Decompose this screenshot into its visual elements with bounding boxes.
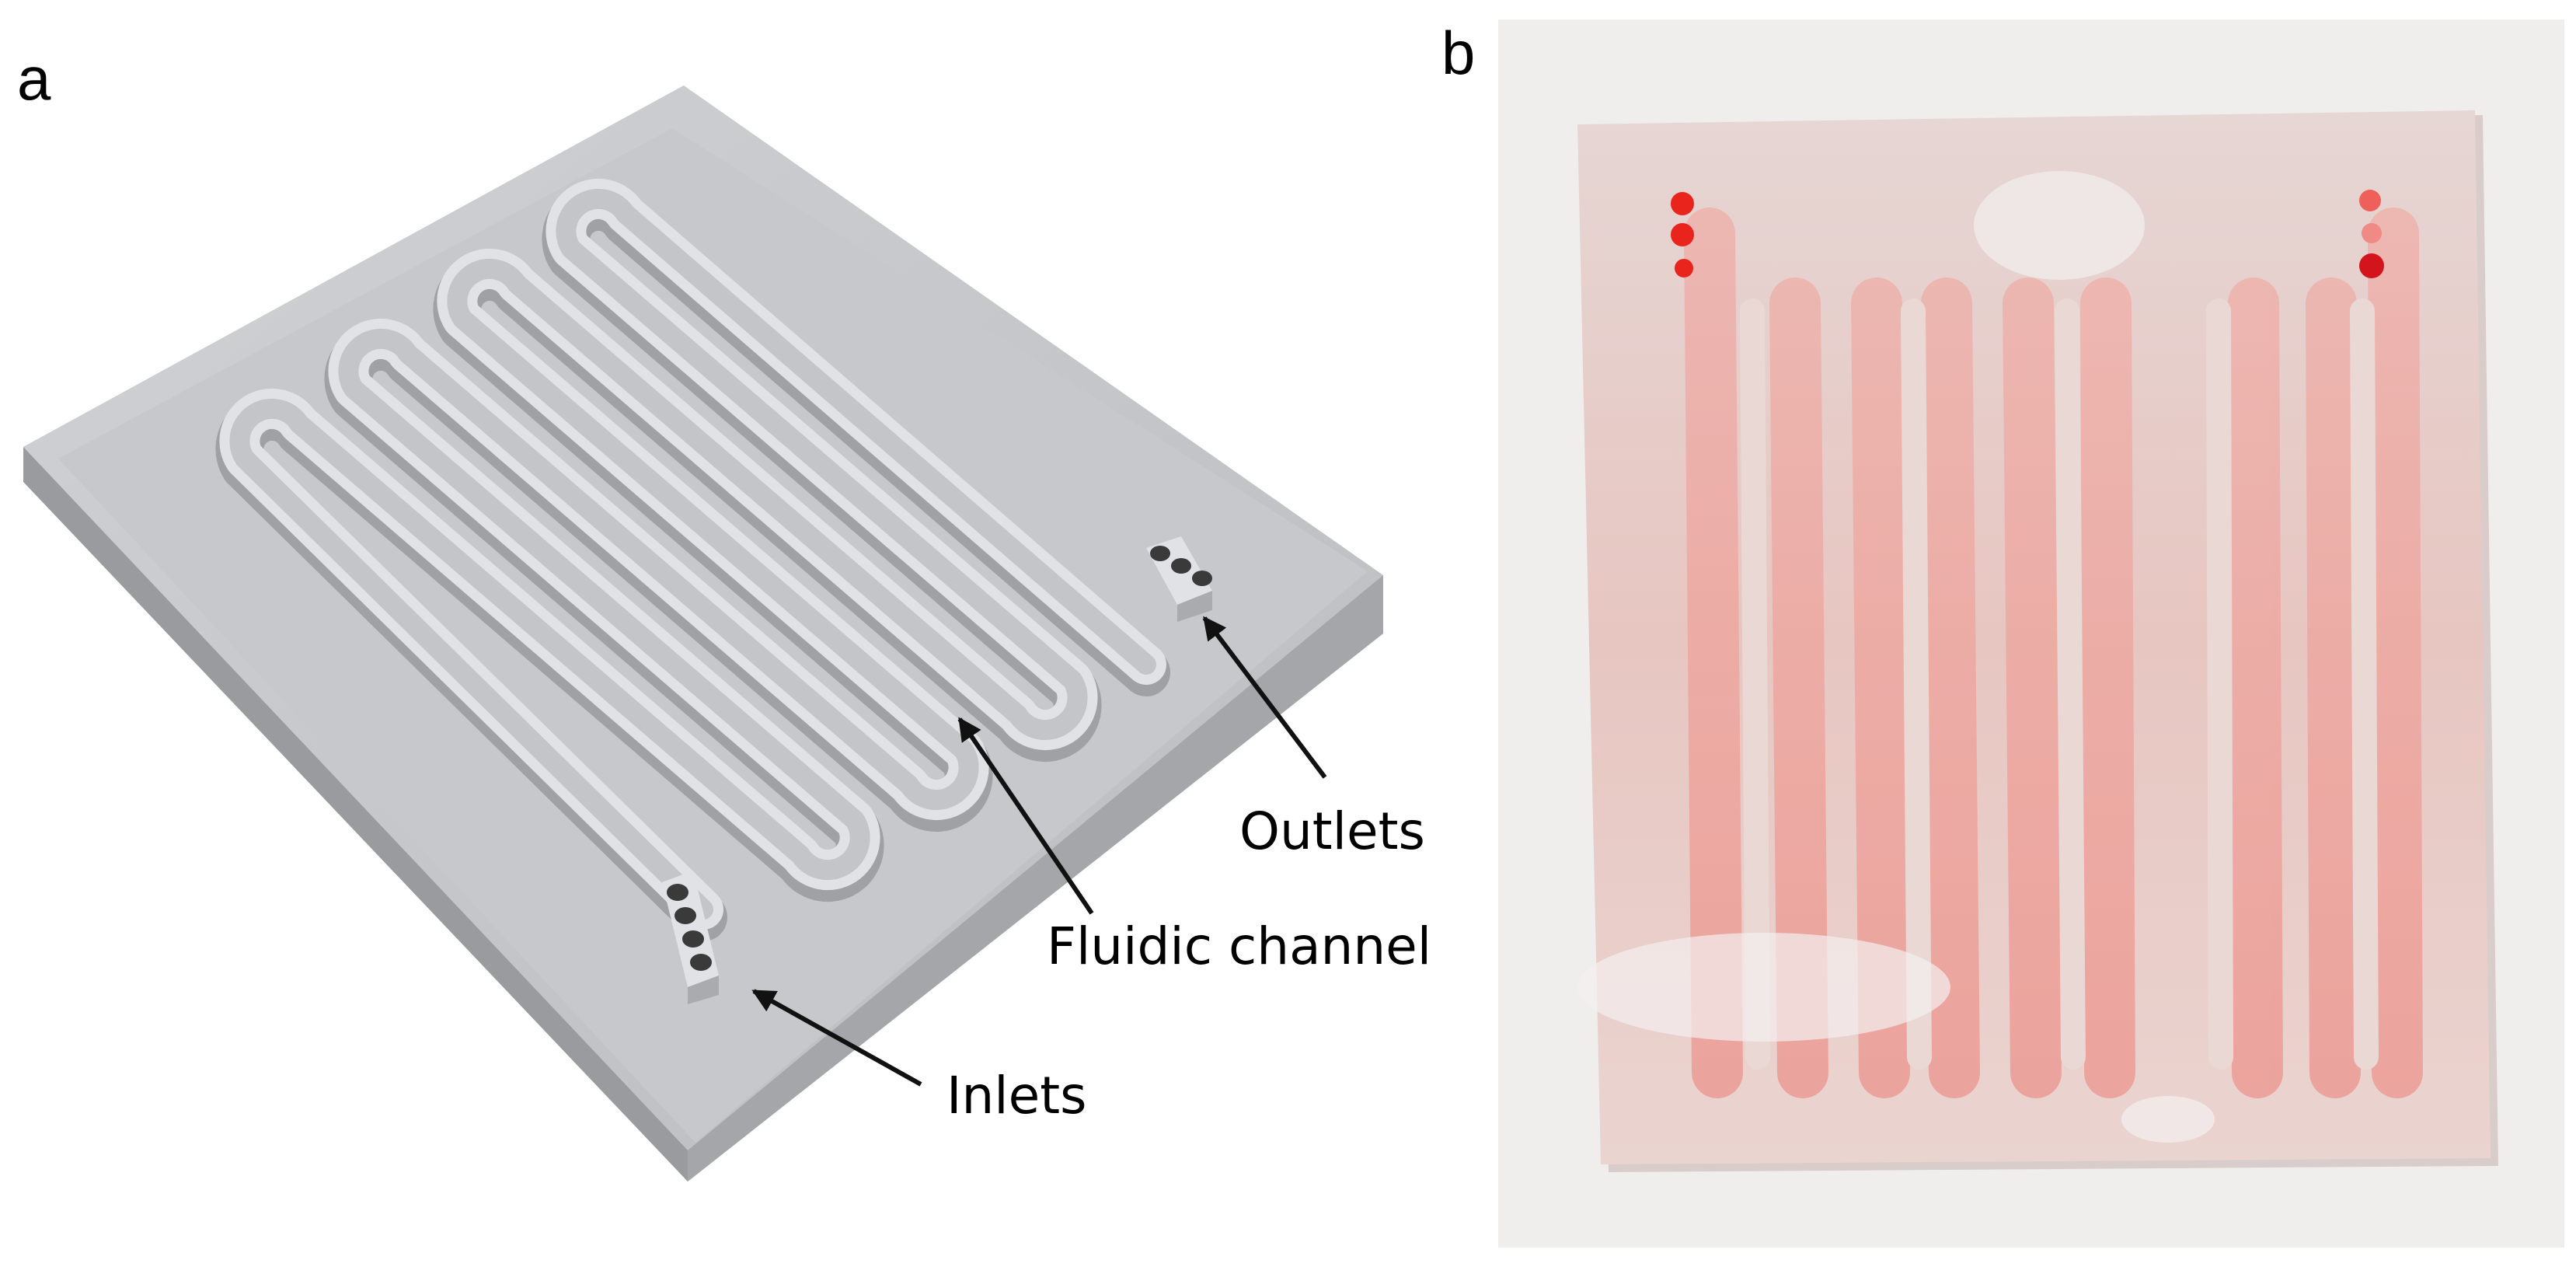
fluidic-channel bbox=[215, 178, 1170, 941]
outlet-port-1 bbox=[1150, 546, 1170, 561]
inlet-port-1 bbox=[667, 884, 688, 901]
device-front-slab bbox=[23, 447, 688, 1181]
photo-outlet-ports bbox=[2359, 190, 2384, 278]
panel-label-b: b bbox=[1441, 19, 1475, 87]
chip-channel-8 bbox=[2228, 277, 2283, 1098]
inlet-port-4 bbox=[690, 954, 712, 971]
chip-channel-4 bbox=[1921, 277, 1980, 1098]
inlets-arrow bbox=[751, 989, 922, 1087]
outlets-label: Outlets bbox=[1239, 801, 1425, 861]
panel-a: a bbox=[17, 44, 1431, 1181]
photo-inlet-ports bbox=[1671, 192, 1694, 277]
chip-ridges bbox=[1740, 298, 2379, 1070]
photo-inlet-port-3 bbox=[1675, 259, 1693, 277]
chip-channel-6 bbox=[2080, 277, 2135, 1098]
outlet-port-2 bbox=[1171, 558, 1191, 574]
device-right-slab bbox=[688, 575, 1383, 1181]
outlet-block bbox=[1146, 536, 1212, 622]
frost-patch-top bbox=[1974, 171, 2145, 280]
photo-outlet-port-3 bbox=[2359, 253, 2384, 278]
chip-channels bbox=[1684, 208, 2423, 1098]
fluidic-channel-arrow bbox=[957, 717, 1094, 915]
outlet-port-3 bbox=[1192, 571, 1212, 586]
frost-patch-bottom-left bbox=[1577, 933, 1950, 1042]
outlets-arrow bbox=[1202, 616, 1327, 779]
inlet-port-3 bbox=[682, 930, 704, 948]
inlet-block bbox=[662, 871, 719, 1004]
channel-groove bbox=[229, 188, 1156, 920]
panel-label-a: a bbox=[17, 44, 51, 113]
chip-channel-5 bbox=[2003, 277, 2062, 1098]
photo-outlet-port-2 bbox=[2362, 223, 2382, 243]
panel-b: b bbox=[1441, 19, 2564, 1248]
photo-outlet-port-1 bbox=[2359, 190, 2381, 211]
photo-inlet-port-1 bbox=[1671, 192, 1694, 215]
fluidic-channel-label: Fluidic channel bbox=[1047, 916, 1431, 976]
inlets-label: Inlets bbox=[946, 1066, 1087, 1126]
inlet-port-2 bbox=[675, 907, 696, 924]
chip-channel-3 bbox=[1851, 277, 1910, 1098]
photo-inlet-port-2 bbox=[1671, 223, 1694, 246]
frost-patch-bottom bbox=[2121, 1096, 2215, 1143]
chip-channel-1 bbox=[1684, 208, 1743, 1098]
chip-channel-10 bbox=[2368, 208, 2423, 1098]
chip-channel-9 bbox=[2306, 277, 2361, 1098]
